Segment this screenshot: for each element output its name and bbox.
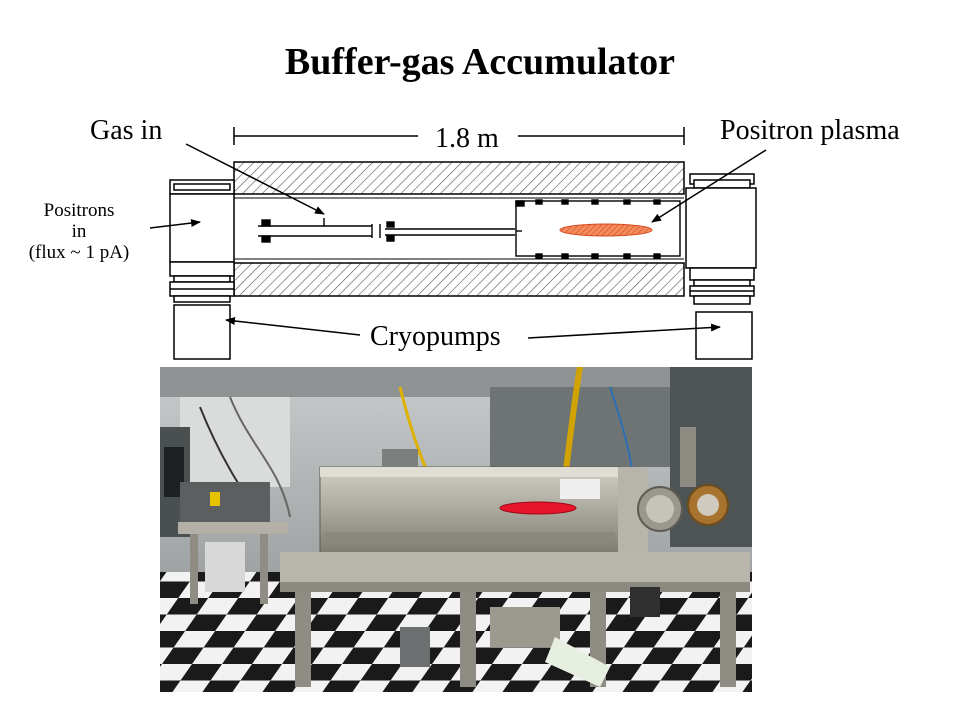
right-cryopump	[695, 311, 753, 360]
length-dimension	[233, 127, 685, 145]
cryopumps-label: Cryopumps	[370, 321, 501, 352]
positrons-in-arrow	[149, 219, 201, 229]
positrons-in-label: Positrons in (flux ~ 1 pA)	[6, 200, 152, 264]
positrons-in-line3: (flux ~ 1 pA)	[28, 241, 130, 263]
positron-plasma-arrow	[651, 149, 767, 223]
lab-photograph	[160, 367, 752, 692]
lab-photo-illustration	[160, 367, 752, 692]
gas-in-arrow	[185, 143, 325, 215]
cryopump-right-arrow	[527, 323, 721, 339]
accumulator-schematic	[149, 127, 767, 360]
positron-plasma-label: Positron plasma	[720, 115, 900, 146]
cryopump-left-arrow	[225, 317, 361, 336]
magnet-wall	[233, 161, 685, 297]
photo-plasma-marker	[499, 501, 577, 515]
page-title: Buffer-gas Accumulator	[284, 41, 676, 83]
length-label: 1.8 m	[435, 123, 499, 154]
right-flange	[685, 173, 757, 305]
positron-plasma-cloud	[559, 223, 653, 237]
positrons-in-line2: in	[71, 220, 87, 242]
left-flange	[169, 179, 235, 303]
gas-in-label: Gas in	[90, 115, 163, 146]
positrons-in-line1: Positrons	[43, 200, 115, 221]
left-cryopump	[173, 304, 231, 360]
